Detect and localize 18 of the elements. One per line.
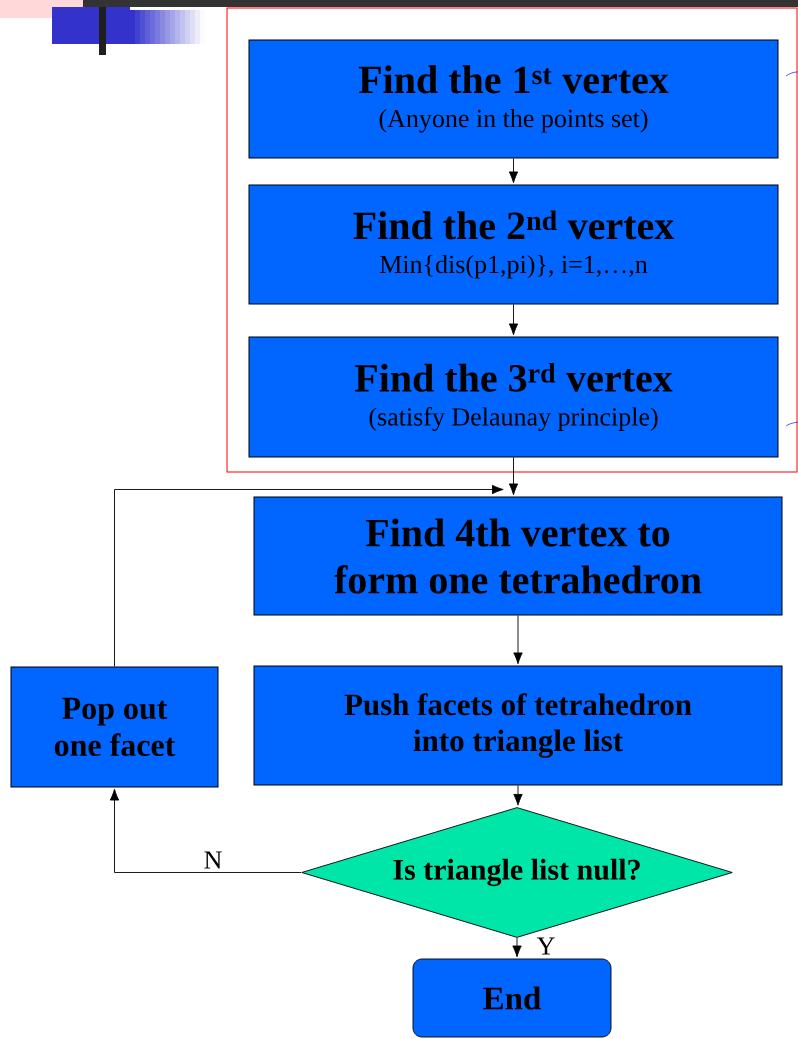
process-box: Find the 2$^{nd}$ vertex Min{dis(p1,pi)}, i=1,…,n bbox=[248, 184, 779, 305]
arrow bbox=[508, 158, 519, 184]
arrow bbox=[513, 785, 523, 806]
arrow bbox=[512, 937, 522, 958]
edge-label: Y bbox=[535, 936, 557, 956]
arrow bbox=[508, 304, 519, 336]
arrow bbox=[513, 615, 523, 665]
arrow bbox=[114, 484, 504, 667]
edge-label: N bbox=[202, 850, 224, 870]
process-box: Find 4th vertex to form one tetrahedron bbox=[253, 496, 783, 616]
arrow bbox=[109, 788, 302, 873]
process-box: Find the 1$^{st}$ vertex (Anyone in the points set) bbox=[248, 39, 779, 159]
process-box: Push facets of tetrahedron into triangle list bbox=[253, 665, 783, 786]
arrow bbox=[508, 457, 519, 496]
terminal-box: End bbox=[412, 958, 612, 1038]
process-box: Pop out one facet bbox=[10, 666, 219, 788]
group-frame bbox=[226, 7, 798, 473]
process-box: Find the 3$^{rd}$ vertex (satisfy Delaunay principle) bbox=[248, 336, 779, 458]
